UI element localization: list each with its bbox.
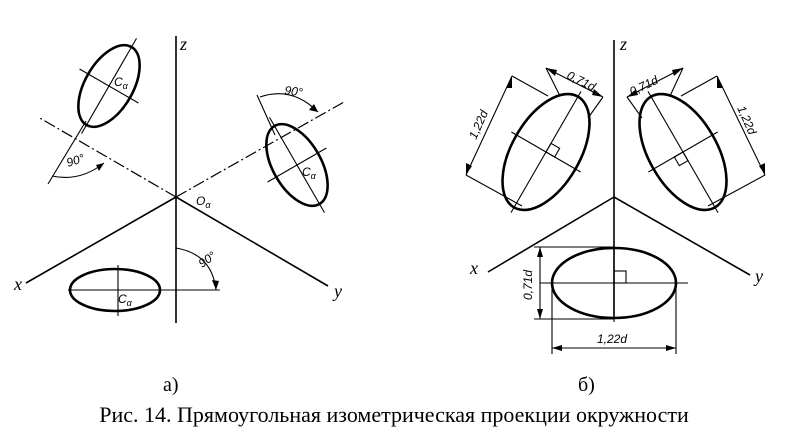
panel-b-dim-right-major: 1,22d	[680, 75, 766, 207]
svg-text:90°: 90°	[196, 248, 219, 270]
panel-a-x-axis-extension	[175, 101, 345, 198]
panel-a: z x y Oα Cα Cα Cα	[13, 34, 345, 396]
panel-b-ellipse-left	[501, 91, 591, 213]
panel-a-y-axis	[175, 196, 329, 287]
panel-a-angle-mark-bottom: 90°	[175, 247, 220, 291]
panel-a-angle-mark-right: 90°	[256, 83, 319, 136]
figure-caption: Рис. 14. Прямоугольная изометрическая пр…	[99, 402, 689, 427]
svg-text:1,22d: 1,22d	[466, 108, 491, 141]
panel-b-x-axis	[487, 196, 615, 273]
svg-text:0,71d: 0,71d	[521, 270, 535, 300]
panel-b-dim-right-minor: 0,71d	[626, 67, 684, 119]
panel-a-ellipse-xz	[77, 38, 141, 134]
svg-text:1,22d: 1,22d	[597, 332, 627, 346]
panel-a-center-label-xz: Cα	[114, 75, 129, 91]
panel-a-z-label: z	[179, 34, 187, 54]
panel-a-origin-label: Oα	[196, 194, 211, 210]
panel-b-y-label: y	[753, 266, 763, 286]
panel-a-ellipse-xy	[68, 265, 176, 316]
panel-a-ellipse-yz	[265, 117, 329, 213]
panel-a-y-axis-extension	[37, 116, 177, 198]
panel-b-x-label: x	[469, 258, 478, 278]
panel-b-dim-bottom-minor: 0,71d	[521, 246, 614, 320]
panel-b-ellipse-right	[638, 91, 728, 213]
panel-b-y-axis	[613, 196, 751, 276]
panel-b-z-label: z	[619, 34, 627, 54]
panel-a-center-label-xy: Cα	[118, 292, 133, 308]
svg-text:90°: 90°	[284, 83, 304, 99]
panel-b-dim-left-minor: 0,71d	[545, 67, 604, 119]
panel-a-angle-mark-left: 90°	[47, 120, 105, 185]
svg-text:0,71d: 0,71d	[565, 68, 598, 94]
panel-b-dim-bottom-major: 1,22d	[551, 283, 677, 354]
panel-b-label: б)	[578, 374, 595, 396]
panel-b: z x y 1,22	[465, 34, 766, 396]
svg-text:90°: 90°	[65, 151, 87, 170]
panel-a-x-axis	[25, 196, 177, 284]
panel-b-ellipse-bottom	[540, 244, 688, 322]
panel-a-center-label-yz: Cα	[302, 165, 317, 181]
panel-a-label: а)	[163, 374, 179, 396]
panel-a-y-label: y	[332, 281, 342, 301]
panel-b-dim-left-major: 1,22d	[465, 75, 549, 207]
panel-a-x-label: x	[13, 274, 22, 294]
